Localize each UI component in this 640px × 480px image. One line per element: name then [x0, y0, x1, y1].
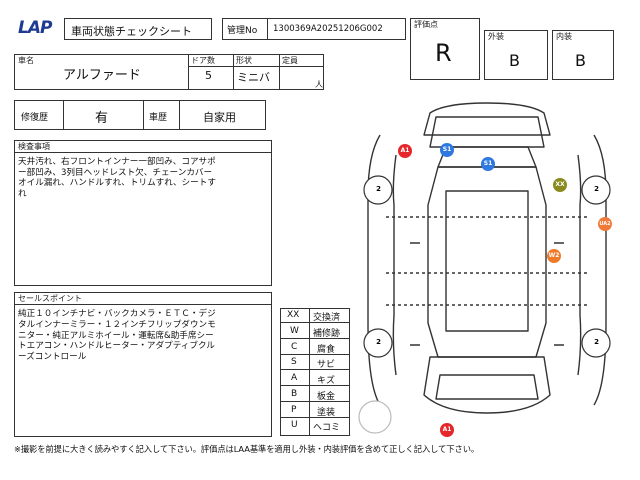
interior-grade-label: 内装 — [556, 32, 572, 41]
car-left-side-outline — [367, 134, 381, 406]
exterior-grade-label: 外装 — [488, 32, 504, 41]
wheel-front-right — [581, 175, 611, 205]
tire-depth: 2 — [376, 338, 381, 346]
exterior-grade-box: 外装 B — [484, 30, 548, 80]
overall-grade-label: 評価点 — [414, 20, 438, 29]
capacity-label: 定員 — [282, 56, 298, 65]
sheet-title: 車両状態チェックシート — [71, 25, 192, 38]
tire-depth: 2 — [376, 185, 381, 193]
history-row: 修復歴 有 車歴 自家用 — [14, 100, 266, 130]
overall-grade-box: 評価点 R — [410, 18, 480, 80]
sales-point-line: タルインナーミラー・１２インチフリップダウンモ — [18, 319, 216, 330]
car-front-outline — [423, 102, 551, 136]
wheel-front-left — [363, 175, 393, 205]
shape: ミニバ — [237, 71, 270, 84]
exterior-grade: B — [509, 51, 520, 70]
footer-note: ※撮影を前提に大きく読みやすく記入して下さい。評価点はLAA基準を適用し外装・内… — [14, 444, 480, 454]
usage-history-label: 車歴 — [149, 113, 168, 123]
repair-history-label: 修復歴 — [21, 113, 49, 123]
interior-grade: B — [575, 51, 586, 70]
sales-point-line: ニター・純正アルミホイール・運転席&助手席シー — [18, 330, 214, 341]
inspection-notes-label: 検査事項 — [18, 142, 50, 151]
interior-grade-box: 内装 B — [552, 30, 614, 80]
wheel-rear-left — [363, 328, 393, 358]
inspection-line: オイル漏れ、ハンドルすれ、トリムすれ、シートす — [18, 178, 216, 188]
doors-label: ドア数 — [191, 56, 215, 65]
tire-depth: 2 — [594, 338, 599, 346]
damage-marker: W2 — [547, 249, 561, 263]
vehicle-name-label: 車名 — [18, 56, 34, 65]
control-no-box: 管理No 1300369A20251206G002 — [222, 18, 406, 40]
damage-marker: UA2 — [598, 217, 612, 231]
damage-marker: S1 — [481, 157, 495, 171]
car-right-side-outline — [593, 134, 607, 406]
sales-points-box: セールスポイント 純正１０インチナビ・バックカメラ・ＥＴＣ・デジ タルインナーミ… — [14, 292, 272, 437]
sales-points-text: 純正１０インチナビ・バックカメラ・ＥＴＣ・デジ タルインナーミラー・１２インチフ… — [18, 309, 216, 363]
control-no: 1300369A20251206G002 — [273, 24, 383, 34]
sales-point-line: 純正１０インチナビ・バックカメラ・ＥＴＣ・デジ — [18, 309, 216, 319]
doors: 5 — [205, 69, 212, 82]
damage-marker: A1 — [440, 423, 454, 437]
inspection-notes-text: 天井汚れ、右フロントインナー一部凹み、コアサポ ー部凹み、3列目ヘッドレスト欠、… — [18, 157, 216, 199]
logo: LAP — [18, 18, 52, 38]
wheel-rear-right — [581, 328, 611, 358]
car-rear-outline — [423, 356, 551, 414]
sales-points-label: セールスポイント — [18, 294, 82, 303]
inspection-line: ー部凹み、3列目ヘッドレスト欠、チェーンカバー — [18, 167, 213, 178]
control-no-label: 管理No — [227, 26, 258, 36]
sales-point-line: トエアコン・ハンドルヒーター・アダプティブクル — [18, 341, 215, 352]
spare-tire — [358, 400, 392, 434]
tire-depth: 2 — [594, 185, 599, 193]
shape-label: 形状 — [236, 56, 252, 65]
overall-grade: R — [435, 39, 452, 67]
inspection-line: 天井汚れ、右フロントインナー一部凹み、コアサポ — [18, 157, 216, 167]
damage-marker: A1 — [398, 144, 412, 158]
vehicle-name: アルファード — [63, 68, 141, 83]
sheet-title-box: 車両状態チェックシート — [64, 18, 212, 40]
vehicle-info-row: 車名 アルファード ドア数 5 形状 ミニバ 定員 人 — [14, 54, 324, 90]
inspection-notes-box: 検査事項 天井汚れ、右フロントインナー一部凹み、コアサポ ー部凹み、3列目ヘッド… — [14, 140, 272, 286]
car-diagram — [358, 102, 611, 434]
repair-history-value: 有 — [95, 111, 109, 126]
usage-history-value: 自家用 — [203, 111, 236, 124]
damage-marker: S1 — [440, 143, 454, 157]
damage-marker: XX — [553, 178, 567, 192]
capacity-unit: 人 — [315, 80, 323, 89]
sales-point-line: ーズコントロール — [18, 352, 87, 363]
inspection-line: れ — [18, 188, 27, 199]
